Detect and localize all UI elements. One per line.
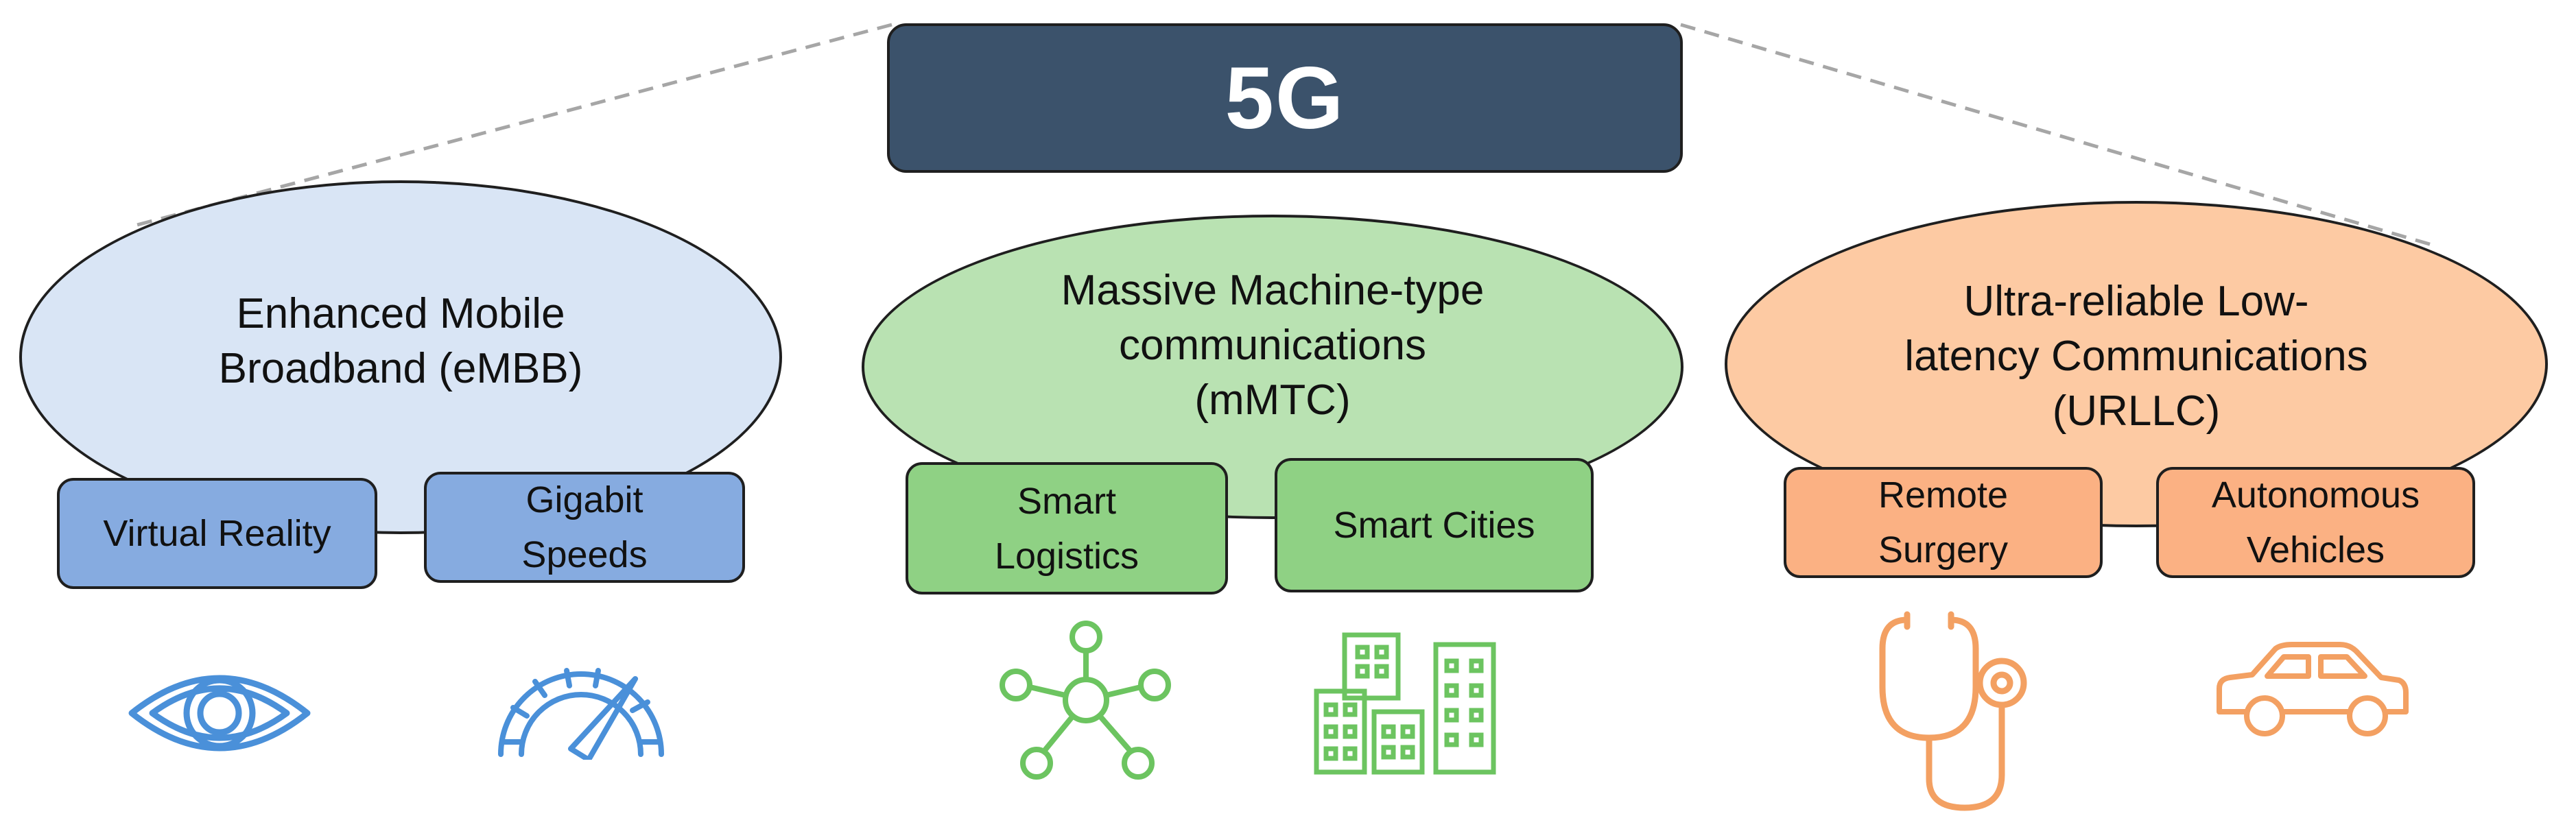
dashed-connector-right — [1680, 23, 2439, 249]
car-icon — [2217, 642, 2409, 736]
use-case-label-line: Smart Cities — [1333, 505, 1535, 546]
eye-icon — [128, 675, 311, 752]
use-case-label-line: Speeds — [521, 534, 648, 575]
use-case-label-line: Remote — [1878, 474, 2009, 516]
use-case-label-line: Smart — [1017, 480, 1117, 522]
category-label-line: Enhanced Mobile — [236, 290, 565, 337]
category-label-urllc: Ultra-reliable Low- latency Communicatio… — [1759, 274, 2514, 439]
use-case-label-line: Gigabit — [525, 479, 643, 520]
use-case-label-line: Vehicles — [2246, 529, 2385, 570]
category-label-embb: Enhanced Mobile Broadband (eMBB) — [58, 287, 744, 396]
use-case-box-smart-cities: Smart Cities — [1275, 458, 1594, 592]
category-label-line: communications — [1119, 322, 1426, 369]
category-label-line: Massive Machine-type — [1061, 267, 1485, 314]
use-case-label-line: Logistics — [994, 535, 1139, 577]
category-label-line: Ultra-reliable Low- — [1963, 278, 2309, 325]
use-case-box-remote-surgery: Remote Surgery — [1784, 467, 2103, 578]
network-hub-icon — [1000, 621, 1171, 780]
use-case-label-line: Autonomous — [2211, 474, 2420, 516]
stethoscope-icon — [1879, 611, 2027, 811]
category-label-line: (URLLC) — [2052, 387, 2221, 435]
speedometer-icon — [498, 668, 664, 760]
use-case-box-gigabit-speeds: Gigabit Speeds — [424, 472, 745, 583]
title-text: 5G — [1225, 49, 1345, 147]
category-label-line: Broadband (eMBB) — [218, 345, 583, 392]
category-label-line: latency Communications — [1904, 333, 2368, 380]
title-box-5g: 5G — [887, 23, 1683, 173]
use-case-box-autonomous-vehicles: Autonomous Vehicles — [2156, 467, 2475, 578]
use-case-box-smart-logistics: Smart Logistics — [906, 462, 1228, 594]
use-case-label-line: Surgery — [1878, 529, 2009, 570]
use-case-box-virtual-reality: Virtual Reality — [57, 478, 377, 589]
category-label-line: (mMTC) — [1194, 376, 1351, 424]
category-label-mmtc: Massive Machine-type communications (mMT… — [895, 263, 1650, 428]
use-case-label-line: Virtual Reality — [103, 513, 331, 554]
city-buildings-icon — [1314, 632, 1496, 775]
